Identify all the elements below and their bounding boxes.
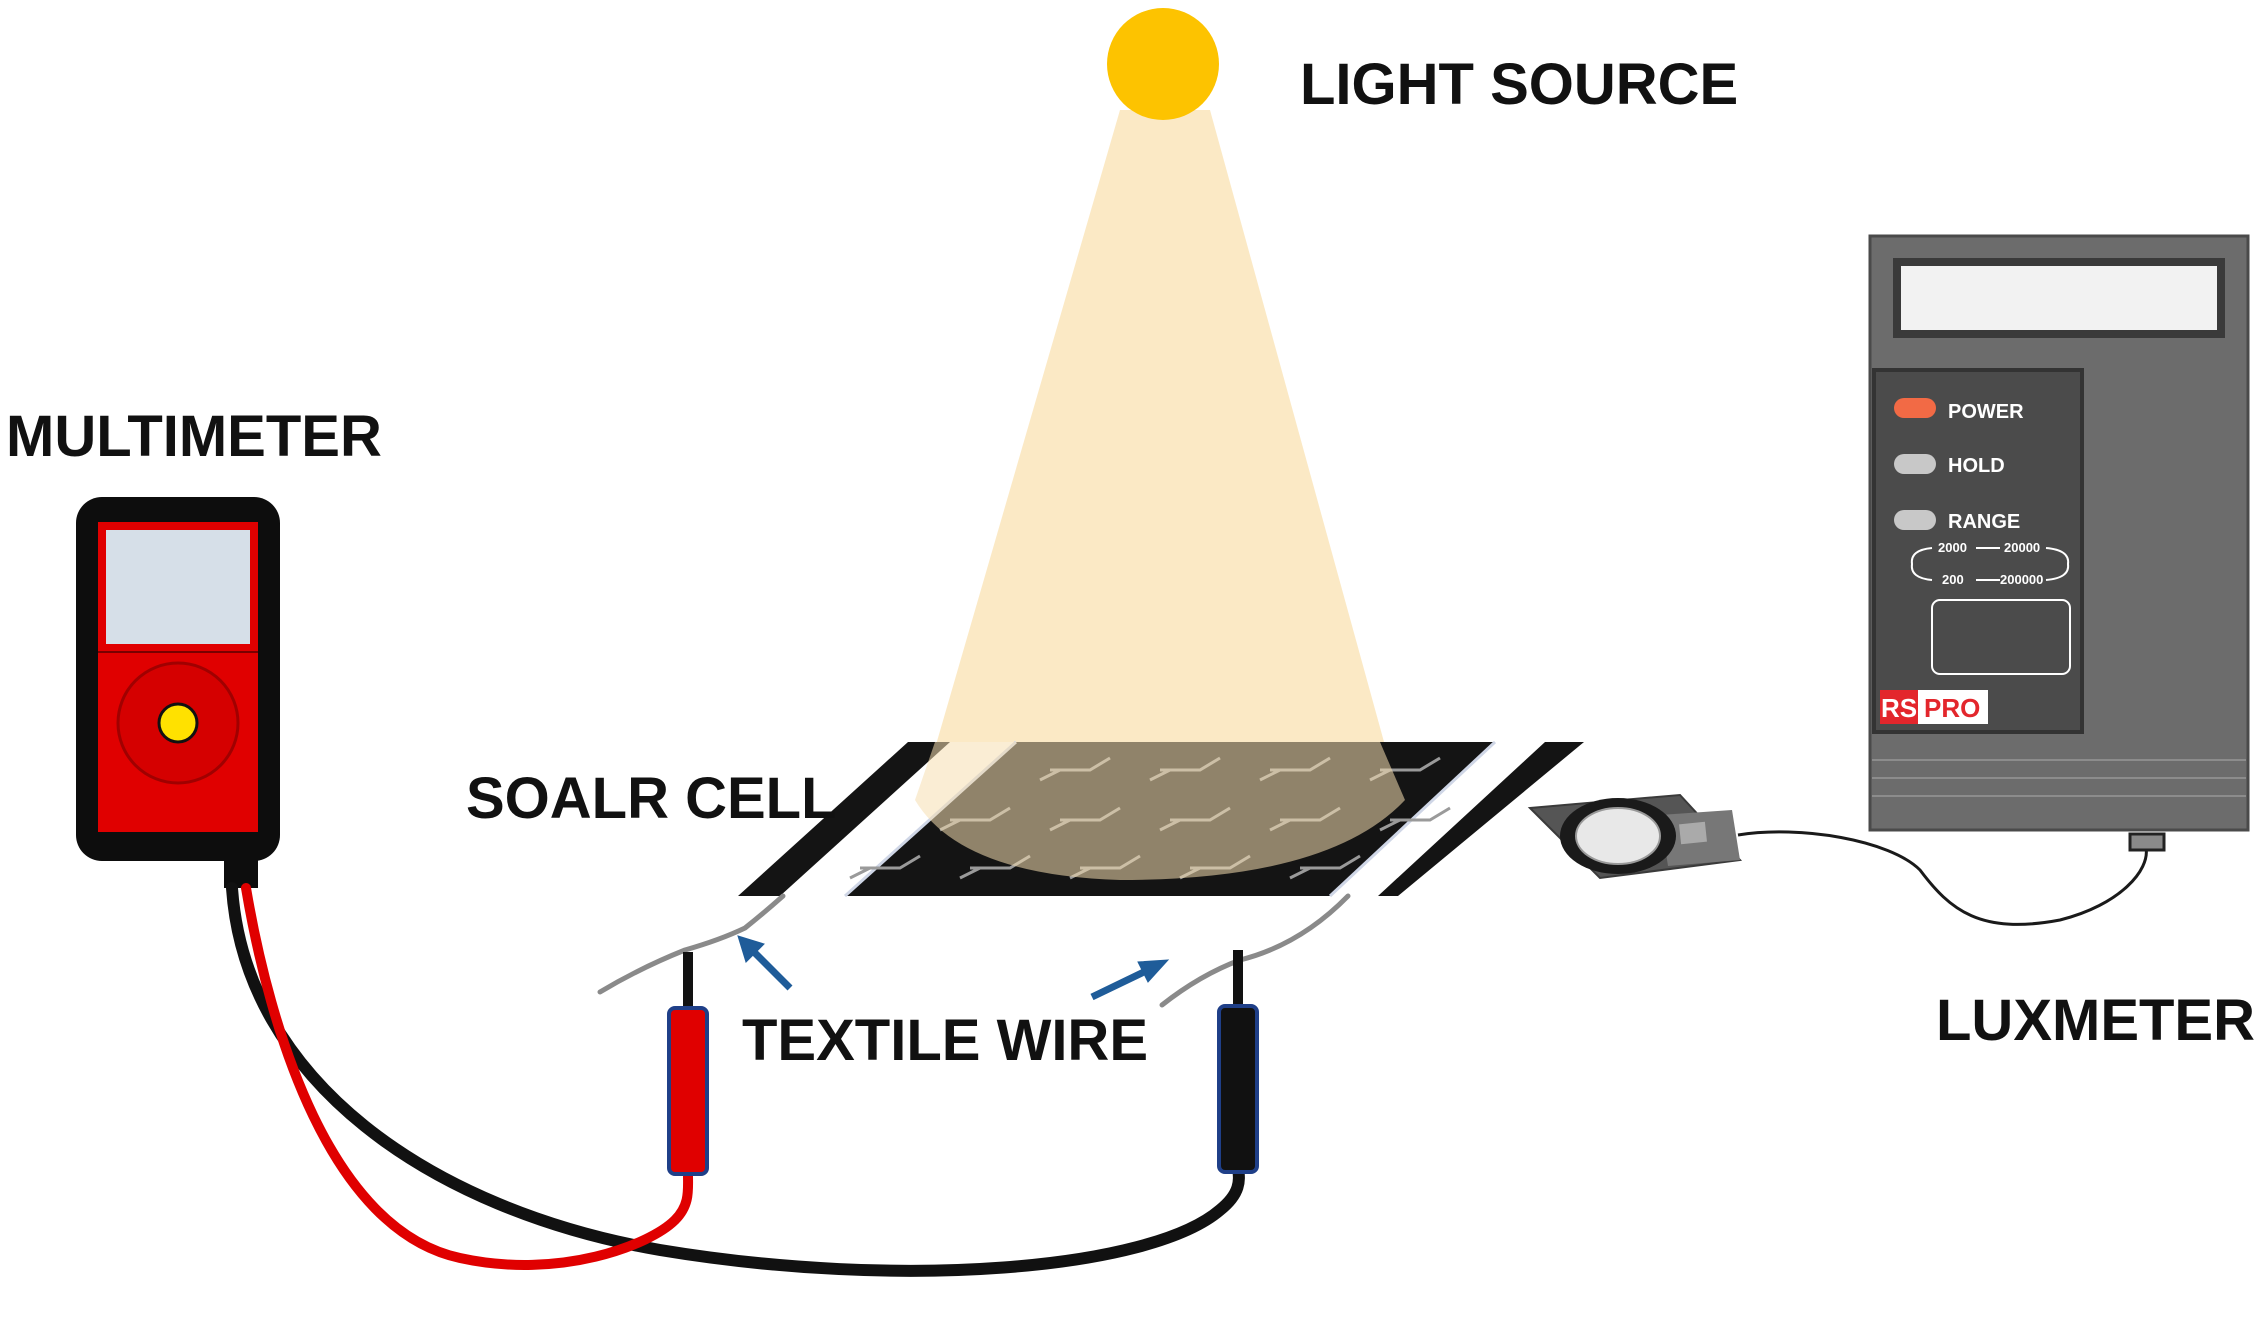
sensor-lens	[1575, 807, 1661, 865]
range-selector	[1910, 547, 2070, 581]
light-beam	[920, 110, 1400, 800]
black-probe	[1217, 950, 1259, 1174]
light-spot	[915, 742, 1405, 880]
label-solar-cell: SOALR CELL	[466, 766, 837, 831]
range-label: RANGE	[1948, 511, 2020, 533]
textile-wire-right	[1159, 893, 1351, 1008]
solar-cell	[738, 740, 1584, 898]
arrow-right	[1090, 966, 1150, 1001]
label-textile-wire: TEXTILE WIRE	[742, 1008, 1148, 1073]
arrow-right-head	[1137, 959, 1170, 983]
power-label: POWER	[1948, 401, 2024, 423]
range-value-200000: 200000	[2000, 572, 2043, 587]
hold-label: HOLD	[1948, 455, 2005, 477]
luxmeter-keypad	[1931, 599, 2071, 675]
luxmeter-device: POWER HOLD RANGE 2000 20000 200 200000 R…	[1868, 234, 2250, 852]
luxmeter-cable	[1737, 830, 2148, 926]
luxmeter-connector	[2128, 832, 2166, 852]
luxmeter-panel	[1872, 368, 2084, 734]
power-button	[1894, 398, 1936, 418]
hold-button	[1894, 454, 1936, 474]
red-lead	[241, 883, 694, 1270]
range-value-20000: 20000	[2004, 540, 2040, 555]
brand-pro: PRO	[1924, 693, 1980, 723]
sun-icon	[1107, 8, 1219, 120]
label-light-source: LIGHT SOURCE	[1300, 52, 1738, 117]
luxmeter-sensor	[1527, 793, 1743, 880]
label-multimeter: MULTIMETER	[6, 404, 382, 469]
multimeter-screen	[106, 530, 250, 644]
black-lead	[226, 882, 1245, 1277]
textile-wire-left	[597, 893, 786, 995]
arrow-left-head	[737, 935, 765, 963]
arrows	[737, 935, 1170, 1001]
multimeter	[76, 497, 280, 888]
range-value-2000: 2000	[1938, 540, 1967, 555]
light-source	[920, 8, 1400, 800]
brand-rs: RS	[1881, 693, 1917, 723]
red-probe	[667, 952, 709, 1176]
range-value-200: 200	[1942, 572, 1964, 587]
multimeter-dial-knob	[157, 702, 199, 744]
range-button	[1894, 510, 1936, 530]
multimeter-leads	[226, 882, 1245, 1277]
label-luxmeter: LUXMETER	[1936, 988, 2255, 1053]
